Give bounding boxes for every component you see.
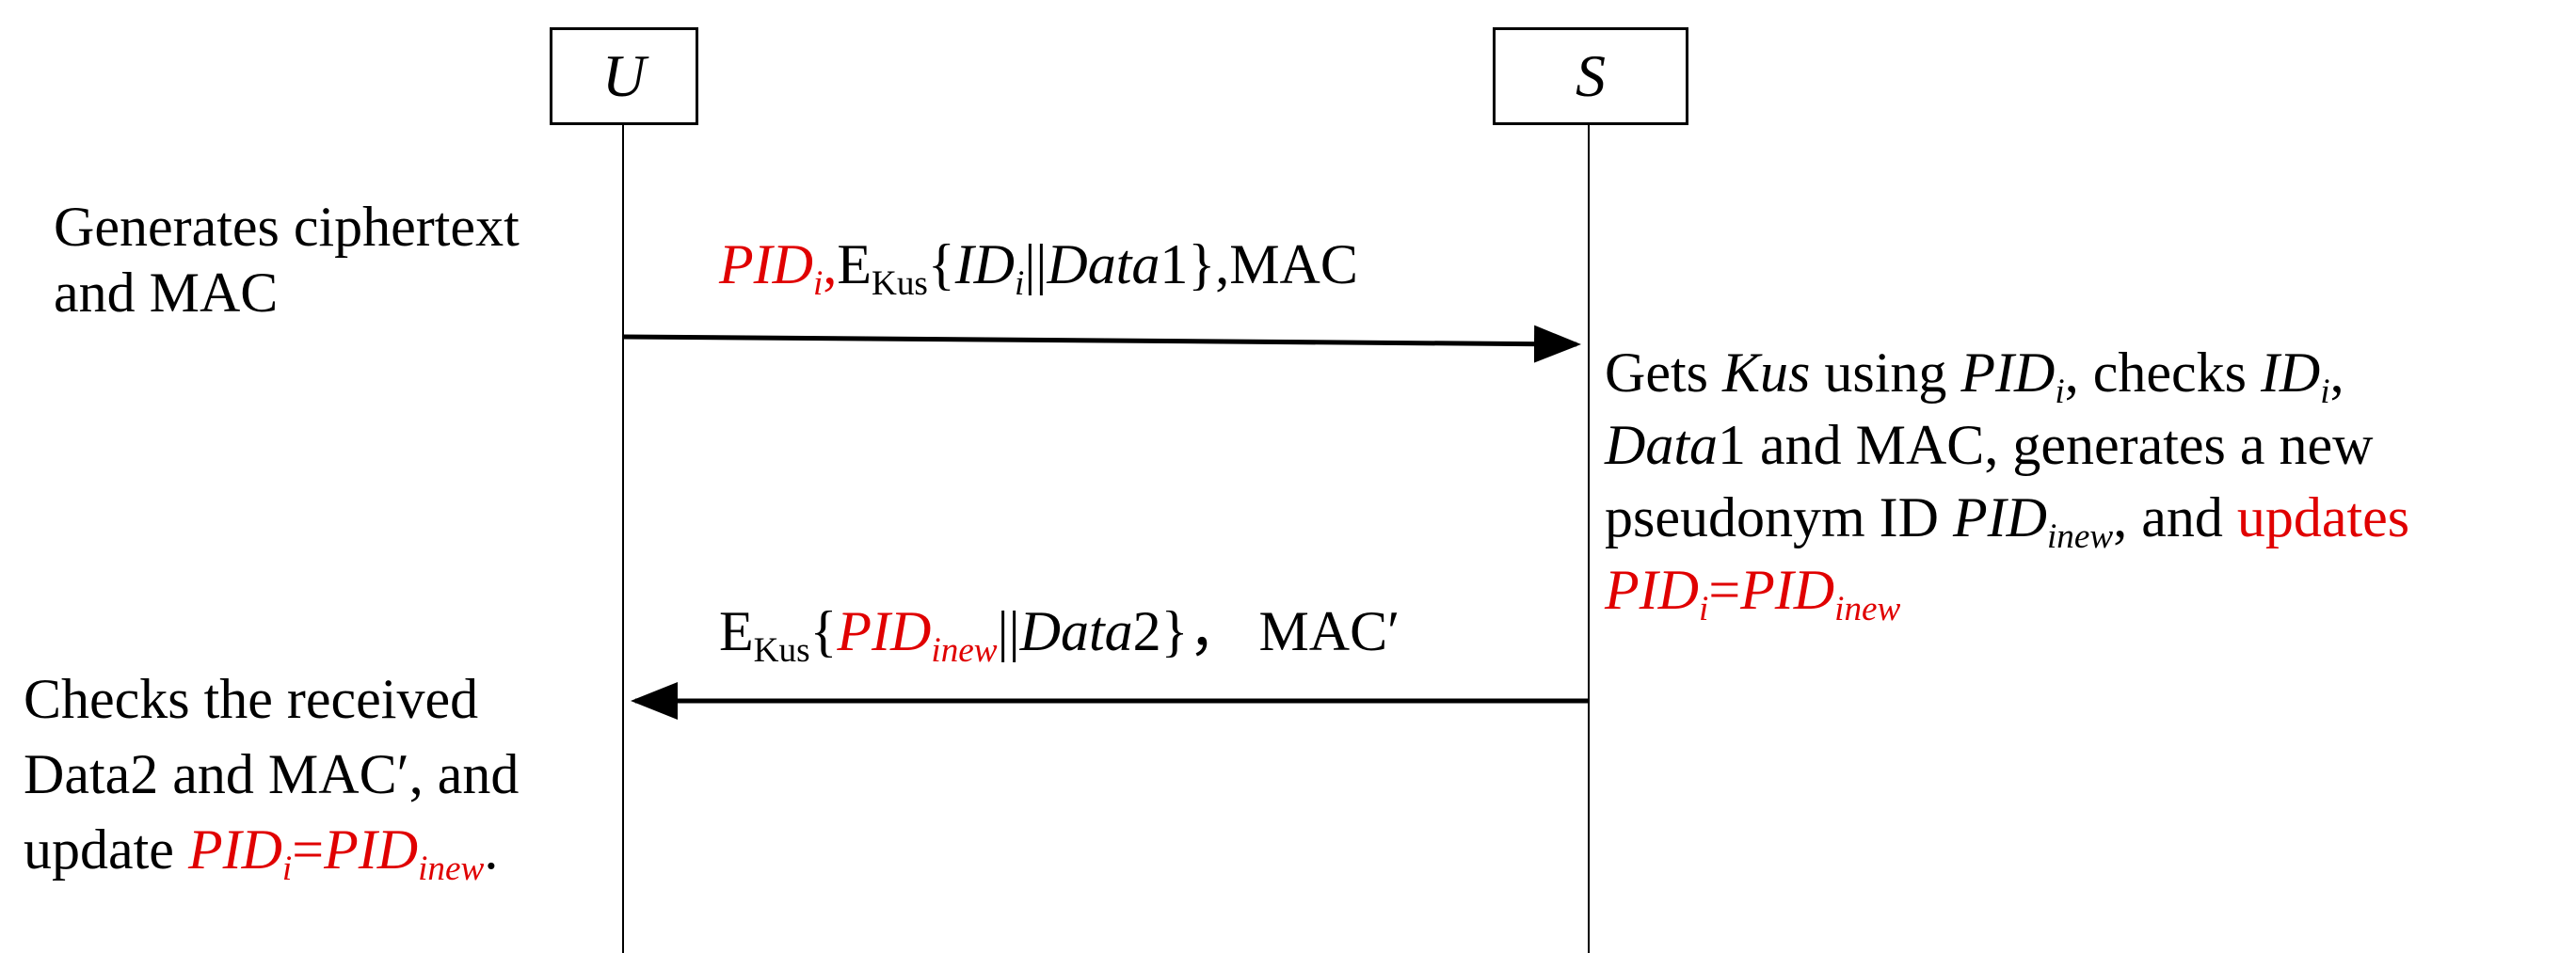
arrow-message-1 [622,325,1581,363]
message-2-label: EKus{PIDinew||Data2}， MAC′ [719,600,1400,670]
message-1-label: PIDi,EKus{IDi||Data1},MAC [719,233,1358,303]
entity-box-user: U [550,27,698,125]
entity-box-server: S [1493,27,1688,125]
entity-label-user: U [601,42,647,109]
server-note-verify: Gets Kus using PIDi, checks IDi, Data1 a… [1605,341,2410,628]
entity-label-server: S [1576,42,1606,109]
user-note-check: Checks the received Data2 and MAC′, and … [24,668,520,888]
user-note-generate: Generates ciphertext and MAC [54,196,520,324]
